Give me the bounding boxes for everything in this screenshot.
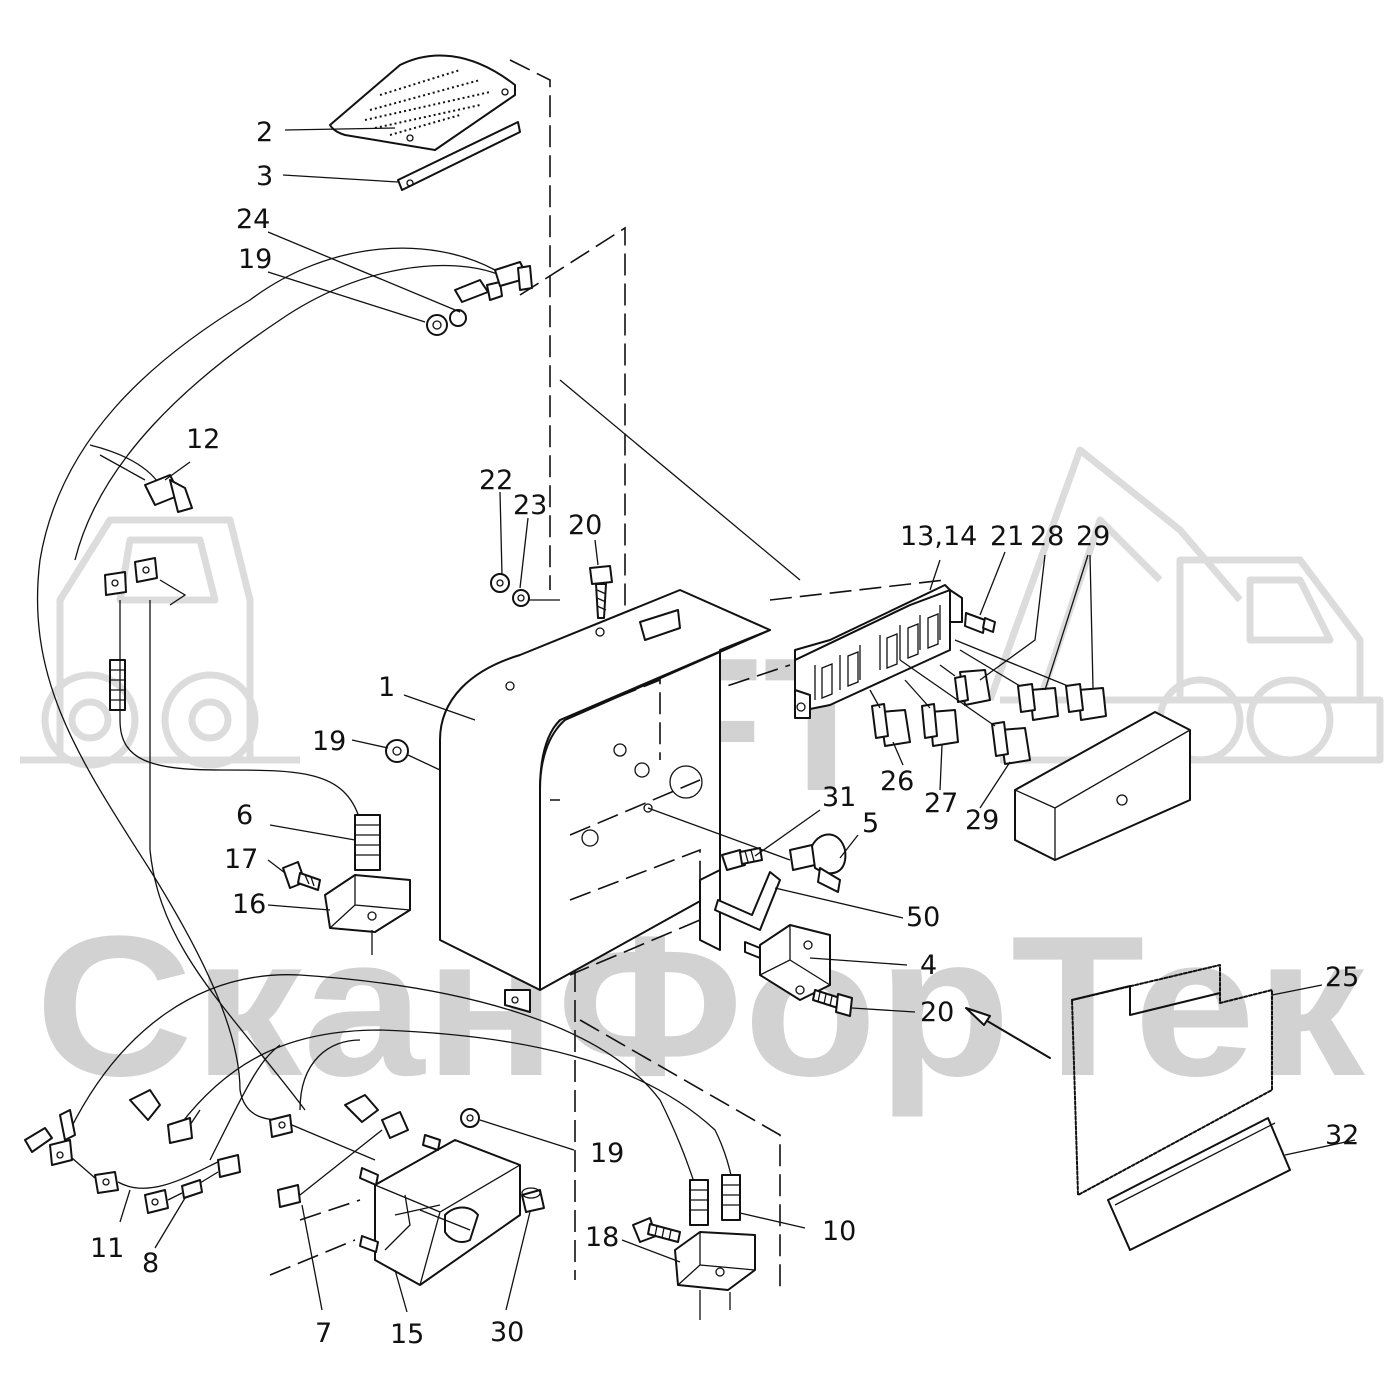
part-27-fuse <box>921 703 959 747</box>
callout-19-lower: 19 <box>590 1138 624 1169</box>
part-19-nut-middle <box>385 739 441 771</box>
part-2-cover-plate <box>329 54 516 151</box>
part-29-fuse-upper-a <box>1017 683 1059 721</box>
part-3-mounting-strip <box>397 121 521 191</box>
harness-terminals-left <box>104 557 187 711</box>
fuse-guide-lines <box>869 639 1069 727</box>
part-30-spacer <box>521 1187 545 1213</box>
part-20-bolt-lower <box>812 989 853 1017</box>
callout-labels: 2 3 24 19 12 22 23 20 13,14 21 28 29 1 1… <box>90 117 1359 1350</box>
callout-24: 24 <box>236 204 270 235</box>
callout-8: 8 <box>142 1248 159 1279</box>
callout-50: 50 <box>906 902 940 933</box>
callout-19-top: 19 <box>238 244 272 275</box>
callout-29-lower: 29 <box>965 805 999 836</box>
callout-17: 17 <box>224 844 258 875</box>
part-29-fuse-lower <box>991 721 1031 765</box>
part-19-nut-lower <box>460 1108 480 1128</box>
callout-5: 5 <box>862 808 879 839</box>
part-5-knob <box>647 807 847 893</box>
callout-7: 7 <box>315 1318 332 1349</box>
callout-27: 27 <box>924 788 958 819</box>
watermark-excavator-left <box>20 516 300 769</box>
callout-26: 26 <box>880 766 914 797</box>
part-4-relay <box>744 924 831 1001</box>
part-7-cable <box>269 1094 409 1208</box>
part-29-fuse-upper-b <box>1065 683 1107 721</box>
callout-23: 23 <box>513 490 547 521</box>
part-1-main-bracket-box <box>439 589 771 1013</box>
part-50-hex-key <box>714 871 781 931</box>
callout-16: 16 <box>232 889 266 920</box>
part-31-screw <box>721 847 763 871</box>
part-8-cable <box>129 1089 241 1214</box>
callout-1: 1 <box>378 672 395 703</box>
callout-18: 18 <box>585 1222 619 1253</box>
part-18-terminal-block <box>674 1231 756 1320</box>
callout-31: 31 <box>822 782 856 813</box>
callout-11: 11 <box>90 1233 124 1264</box>
part-12-toggle-switch <box>99 454 193 513</box>
part-26-fuse <box>871 703 911 747</box>
callout-13-14: 13,14 <box>900 521 977 552</box>
callout-28: 28 <box>1030 521 1064 552</box>
leader-lines <box>119 127 1356 1313</box>
wiring-harness <box>36 247 733 1186</box>
callout-10: 10 <box>822 1216 856 1247</box>
fuse-cover <box>1014 711 1191 861</box>
part-17-bolt-left <box>282 861 321 891</box>
part-28-fuse <box>954 669 991 706</box>
callout-21: 21 <box>990 521 1024 552</box>
part-13-14-fuse-holder <box>794 584 963 719</box>
callout-32: 32 <box>1325 1120 1359 1151</box>
callout-15: 15 <box>390 1319 424 1350</box>
part-32-label-plate <box>1107 1117 1291 1251</box>
part-25-gasket <box>1071 964 1273 1196</box>
part-19-nut-top <box>426 314 448 336</box>
part-11-cable <box>24 1109 223 1194</box>
view-arrow-head <box>965 1007 991 1026</box>
callout-2: 2 <box>256 117 273 148</box>
part-6-cable-sleeve <box>354 814 381 871</box>
part-20-bolt-top <box>589 565 613 619</box>
callout-20-lower: 20 <box>920 997 954 1028</box>
callout-30: 30 <box>490 1317 524 1348</box>
part-22-nut <box>490 573 510 593</box>
part-10-cable-sleeves <box>689 1174 741 1226</box>
part-16-terminal-block <box>324 874 411 955</box>
part-21-screw <box>964 612 996 634</box>
part-18-bolt <box>632 1217 681 1243</box>
callout-19-middle: 19 <box>312 726 346 757</box>
callout-20-top: 20 <box>568 510 602 541</box>
callout-3: 3 <box>256 161 273 192</box>
callout-12: 12 <box>186 424 220 455</box>
callout-6: 6 <box>236 800 253 831</box>
part-24-terminal <box>449 261 533 327</box>
part-23-washer <box>512 589 530 607</box>
callout-29-top: 29 <box>1076 521 1110 552</box>
callout-4: 4 <box>920 950 937 981</box>
part-15-solenoid <box>359 1134 521 1286</box>
callout-25: 25 <box>1325 962 1359 993</box>
callout-22: 22 <box>479 465 513 496</box>
